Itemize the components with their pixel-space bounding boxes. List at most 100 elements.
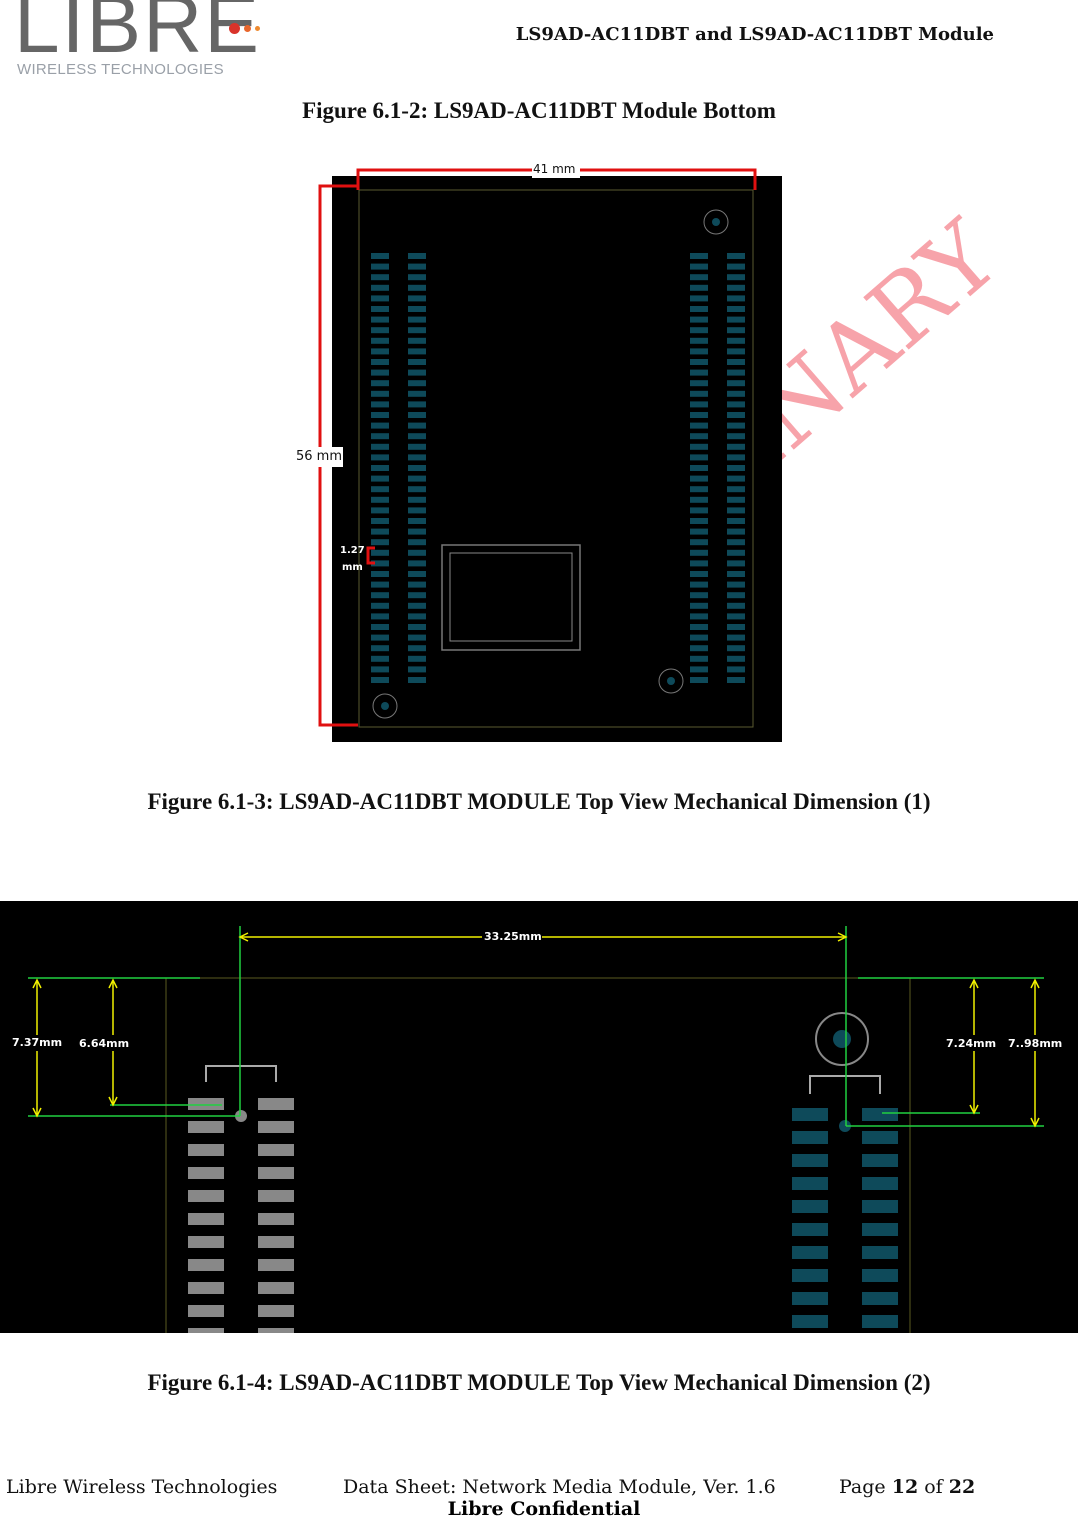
pad: [408, 316, 426, 323]
pad: [371, 581, 389, 588]
pad: [862, 1315, 898, 1328]
pad: [727, 253, 745, 259]
right-inner-dimension-label: 7.24mm: [946, 1037, 997, 1050]
pad: [690, 263, 708, 270]
pad: [371, 549, 389, 556]
height-dimension-label: 56 mm: [296, 449, 343, 464]
pad: [408, 348, 426, 355]
pad: [371, 486, 389, 493]
pad: [408, 571, 426, 577]
pad: [258, 1190, 294, 1202]
module-top-dimension-image: [0, 901, 1078, 1333]
pad: [408, 560, 426, 567]
footer-document: Data Sheet: Network Media Module, Ver. 1…: [343, 1476, 776, 1498]
pad: [408, 274, 426, 281]
pad: [408, 677, 426, 683]
pad: [690, 496, 708, 503]
pad: [792, 1315, 828, 1328]
pad: [690, 253, 708, 259]
pad: [792, 1177, 828, 1190]
logo-text: LIBRE: [14, 0, 261, 70]
pad: [408, 306, 426, 312]
pad: [408, 539, 426, 546]
pad: [690, 571, 708, 577]
pad: [690, 443, 708, 450]
pad: [727, 337, 745, 344]
footer-page-number: Page 12 of 22: [839, 1476, 975, 1498]
pad: [727, 369, 745, 376]
pitch-unit: mm: [342, 562, 363, 573]
pad: [188, 1167, 224, 1179]
pad: [727, 486, 745, 493]
pad: [727, 518, 745, 524]
pad: [408, 486, 426, 493]
pad: [371, 443, 389, 450]
pad: [690, 316, 708, 323]
pad: [371, 359, 389, 365]
pad: [727, 496, 745, 503]
pad: [690, 602, 708, 609]
pad: [727, 380, 745, 387]
pad: [727, 348, 745, 355]
pad: [862, 1200, 898, 1213]
span-dimension-label: 33.25mm: [484, 930, 542, 943]
pad: [371, 666, 389, 673]
pad: [188, 1098, 224, 1110]
right-outer-dimension-label: 7..98mm: [1008, 1037, 1063, 1050]
pad: [408, 443, 426, 450]
left-outer-dimension-label: 7.37mm: [12, 1036, 63, 1049]
pad: [727, 655, 745, 662]
pad: [727, 602, 745, 609]
pad: [727, 306, 745, 312]
pad: [188, 1190, 224, 1202]
pad: [862, 1292, 898, 1305]
pad: [408, 666, 426, 673]
pad: [727, 274, 745, 281]
pad: [408, 518, 426, 524]
pad: [408, 369, 426, 376]
pad: [690, 337, 708, 344]
pad: [690, 348, 708, 355]
pad: [727, 645, 745, 652]
pad: [408, 602, 426, 609]
pad: [792, 1246, 828, 1259]
pad: [371, 624, 389, 630]
pad: [371, 496, 389, 503]
pad: [727, 528, 745, 535]
pad: [371, 518, 389, 524]
header-title: LS9AD-AC11DBT and LS9AD-AC11DBT Module: [515, 24, 994, 45]
pad: [690, 422, 708, 429]
pad: [727, 295, 745, 302]
pad: [258, 1282, 294, 1294]
pad: [690, 666, 708, 673]
pad: [690, 390, 708, 397]
pad: [690, 412, 708, 418]
pad: [690, 359, 708, 365]
logo-dot: [229, 23, 240, 34]
page-of: of: [918, 1476, 949, 1498]
pad: [690, 560, 708, 567]
pad: [792, 1292, 828, 1305]
pad: [727, 571, 745, 577]
pad: [408, 284, 426, 291]
pad: [371, 274, 389, 281]
pad: [690, 655, 708, 662]
pad: [371, 645, 389, 652]
pad: [371, 327, 389, 334]
pad: [371, 295, 389, 302]
pad: [371, 539, 389, 546]
pad: [690, 454, 708, 461]
pad: [727, 634, 745, 641]
pad: [371, 263, 389, 270]
pad: [690, 581, 708, 588]
pad: [258, 1328, 294, 1333]
pad: [408, 337, 426, 344]
pad: [862, 1177, 898, 1190]
pad: [690, 465, 708, 471]
pad: [862, 1108, 898, 1121]
pad: [188, 1259, 224, 1271]
pad: [690, 539, 708, 546]
pad: [727, 581, 745, 588]
pad: [258, 1121, 294, 1133]
pad: [371, 571, 389, 577]
